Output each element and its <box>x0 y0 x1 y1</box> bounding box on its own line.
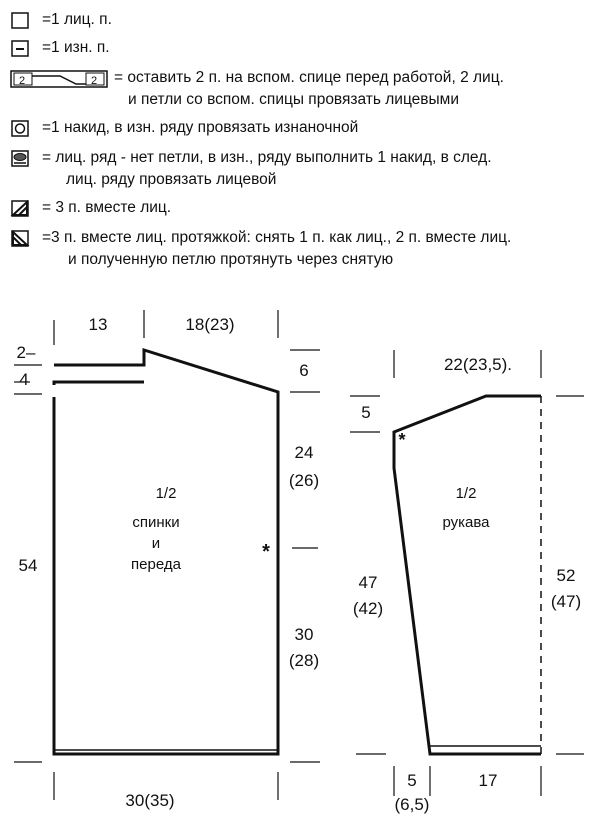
legend-text-cont: и полученную петлю протянуть через сняту… <box>68 251 394 268</box>
dim-sleeve-bottom-right: 17 <box>479 771 498 790</box>
body-piece: 1/2 спинки и переда 13 18(23) 2– 4 6 24 … <box>14 310 320 810</box>
cable-left-count: 2 <box>19 75 25 87</box>
sleeve-label-fraction: 1/2 <box>456 485 477 502</box>
dim-sleeve-right-a: 52 <box>557 566 576 585</box>
legend-text: =1 изн. п. <box>42 39 110 56</box>
body-label-fraction: 1/2 <box>156 485 177 502</box>
body-marker: * <box>262 541 270 563</box>
dim-sleeve-left-b: (42) <box>353 599 383 618</box>
legend-text: = лиц. ряд - нет петли, в изн., ряду вып… <box>42 149 492 166</box>
filled-oval-square-icon <box>11 150 29 167</box>
dim-total-height: 54 <box>19 556 38 575</box>
sleeve-label-name: рукава <box>442 514 490 531</box>
dim-sleeve-bottom-left-a: 5 <box>407 771 416 790</box>
legend-text: =1 накид, в изн. ряду провязать изнаночн… <box>42 119 359 136</box>
dim-sleeve-cap: 5 <box>361 403 370 422</box>
right-slant-square-icon <box>10 200 29 217</box>
dash-square-icon <box>11 40 29 57</box>
dim-sleeve-right-b: (47) <box>551 592 581 611</box>
legend-text: = оставить 2 п. на вспом. спице перед ра… <box>114 69 504 86</box>
body-label-front: переда <box>131 556 182 573</box>
legend-text-cont: лиц. ряду провязать лицевой <box>66 171 277 188</box>
dim-body-top-left: 13 <box>89 315 108 334</box>
sleeve-marker: * <box>398 430 405 450</box>
dim-shoulder-top: 2– <box>17 343 36 362</box>
empty-square-icon <box>11 12 29 29</box>
dim-sleeve-bottom-left-b: (6,5) <box>395 795 430 814</box>
dim-body-width: 30(35) <box>125 791 174 810</box>
sleeve-piece: 1/2 рукава 22(23,5). 5 47 (42) 52 (47) 5… <box>350 350 584 814</box>
dim-shoulder-bottom: 4 <box>19 370 28 389</box>
legend-text-cont: и петли со вспом. спицы провязать лицевы… <box>128 91 459 108</box>
left-slant-square-icon <box>11 230 30 247</box>
dim-side-b: (28) <box>289 651 319 670</box>
dim-neck-drop: 6 <box>299 361 308 380</box>
dim-side-a: 30 <box>295 625 314 644</box>
dim-sleeve-top: 22(23,5). <box>444 355 512 374</box>
dim-sleeve-left-a: 47 <box>359 573 378 592</box>
dim-armhole-b: (26) <box>289 471 319 490</box>
sleeve-outline <box>392 394 541 756</box>
legend-text: =3 п. вместе лиц. протяжкой: снять 1 п. … <box>42 229 512 246</box>
legend-text: = 3 п. вместе лиц. <box>42 199 172 216</box>
body-label-and: и <box>152 535 160 552</box>
body-outline <box>52 347 280 756</box>
dim-body-top-right: 18(23) <box>185 315 234 334</box>
body-label-back: спинки <box>132 514 179 531</box>
legend-text: =1 лиц. п. <box>42 11 112 28</box>
cable-right-count: 2 <box>91 75 97 87</box>
circle-square-icon <box>11 120 29 137</box>
dim-armhole-a: 24 <box>295 443 314 462</box>
cable-cross-icon: 2 2 <box>10 70 108 88</box>
